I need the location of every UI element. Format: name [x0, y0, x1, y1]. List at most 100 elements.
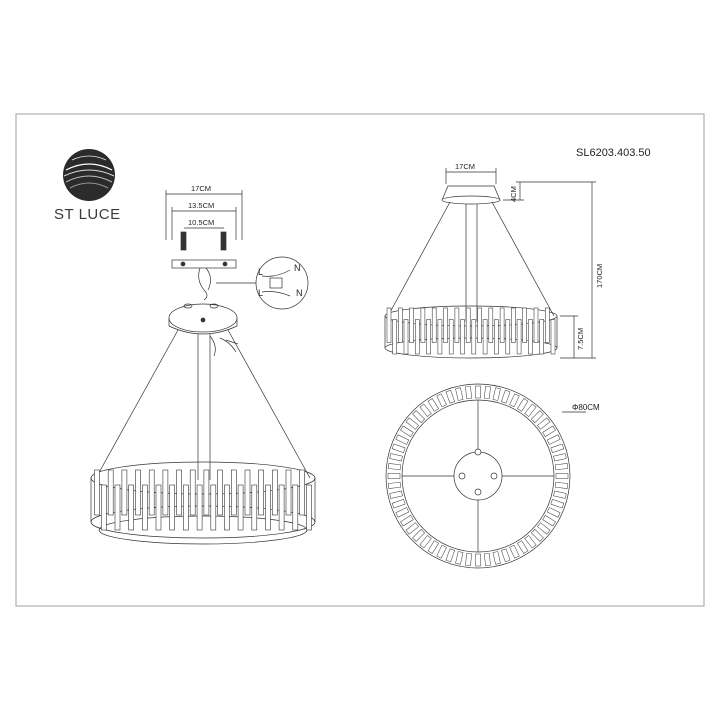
dim-diameter: Φ80CM [572, 403, 600, 412]
crystal-rod [427, 540, 439, 554]
crystal-rod [555, 473, 569, 479]
crystal-rod [483, 552, 491, 567]
crystal-rod [237, 484, 244, 531]
crystal-rod [542, 515, 556, 527]
crystal-rod [183, 484, 189, 531]
crystal-rod [210, 484, 217, 531]
crystal-rod [148, 469, 155, 516]
crystal-rod [114, 484, 121, 531]
crystal-rod [477, 307, 482, 343]
crystal-rod [550, 499, 565, 509]
crystal-rod [403, 319, 409, 355]
crystal-rod [455, 551, 464, 565]
crystal-rod [511, 307, 516, 343]
crystal-rod [419, 535, 432, 549]
crystal-rod [155, 484, 162, 531]
crystal-rod [306, 484, 312, 531]
crystal-rod [517, 540, 529, 554]
crystal-rod [437, 319, 443, 355]
crystal-rod [443, 307, 448, 343]
crystal-rod [528, 319, 533, 355]
swirl-sphere-logo-icon [63, 149, 115, 201]
wiring-label-n2: N [296, 288, 303, 298]
wiring-label-n1: N [294, 263, 301, 273]
crystal-rod [387, 473, 401, 479]
crystal-rod [395, 507, 410, 518]
crystal-rod [455, 387, 464, 401]
crystal-rod [554, 481, 569, 489]
crystal-rod [492, 551, 501, 565]
crystal-rod [501, 548, 511, 563]
crystal-rod [299, 469, 306, 516]
crystal-rod [189, 469, 196, 516]
crystal-ring-front [94, 469, 312, 531]
crystal-rod [524, 403, 537, 417]
crystal-rod [412, 529, 425, 542]
dim-canopy-height: 4CM [509, 186, 518, 202]
crystal-rod [400, 425, 414, 437]
crystal-rod [471, 319, 477, 355]
crystal-rod [400, 515, 414, 527]
crystal-rod [107, 469, 114, 516]
crystal-rod [128, 484, 134, 531]
crystal-rod [101, 484, 107, 531]
crystal-rod [505, 319, 511, 355]
model-code: SL6203.403.50 [576, 147, 651, 159]
dim-outer-width: 17CM [191, 184, 212, 193]
crystal-rod [533, 307, 539, 343]
crystal-rod [387, 481, 402, 489]
crystal-rod [391, 443, 406, 453]
crystal-rod [550, 443, 565, 453]
crystal-rod [258, 469, 264, 516]
crystal-rod [251, 484, 258, 531]
crystal-rod [553, 453, 567, 462]
crystal-rod [412, 410, 425, 423]
crystal-rod [292, 484, 299, 531]
dim-middle-width: 13.5CM [188, 201, 215, 210]
crystal-rod [445, 389, 455, 404]
crystal-rod [524, 535, 537, 549]
crystal-rod [537, 522, 551, 535]
crystal-rod [501, 389, 511, 404]
crystal-rod [531, 529, 544, 542]
dim-ring-height: 7.5CM [576, 327, 585, 350]
crystal-rod [278, 484, 285, 531]
crystal-rod [517, 398, 529, 412]
crystal-rod [392, 319, 397, 355]
crystal-rod [436, 544, 447, 559]
installation-view [90, 190, 316, 545]
crystal-rod [522, 307, 527, 343]
crystal-rod [531, 410, 544, 423]
crystal-ring-side [386, 307, 556, 355]
wiring-label-l1: L [258, 267, 263, 277]
crystal-rod [142, 484, 148, 531]
crystal-rod [389, 490, 403, 499]
dim-total-height: 170CM [595, 263, 604, 288]
crystal-rod [465, 307, 471, 343]
crystal-rod [176, 469, 182, 516]
crystal-rod [94, 469, 100, 516]
crystal-rod [427, 398, 439, 412]
crystal-rod [436, 393, 447, 408]
crystal-rod [217, 469, 223, 516]
crystal-rod [121, 469, 128, 516]
crystal-rod [460, 319, 465, 355]
dim-canopy-width: 17CM [455, 162, 476, 171]
crystal-rod [542, 425, 556, 437]
crystal-rod [465, 552, 473, 567]
crystal-rod [537, 417, 551, 430]
crystal-rod [271, 469, 278, 516]
crystal-rod [509, 544, 520, 559]
crystal-rod [483, 385, 491, 400]
crystal-rod [391, 499, 406, 509]
crystal-rod [203, 469, 210, 516]
crystal-rod [445, 548, 455, 563]
crystal-rod [465, 385, 473, 400]
top-view [385, 383, 586, 569]
crystal-rod [389, 453, 403, 462]
crystal-rod [546, 507, 561, 518]
crystal-rod [482, 319, 488, 355]
crystal-rod [224, 484, 230, 531]
crystal-rod [545, 307, 550, 343]
